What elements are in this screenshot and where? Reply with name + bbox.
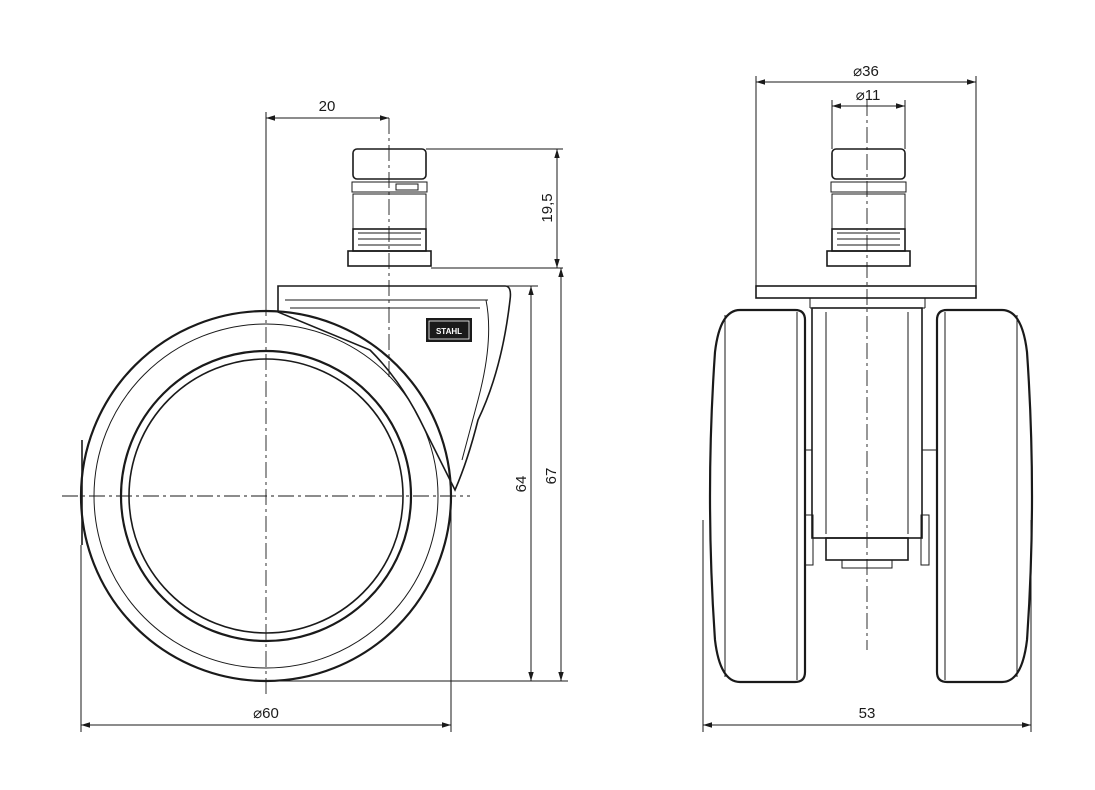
front-left-wheel [708, 308, 807, 684]
dim-label-wheel-height: 64 [513, 476, 530, 493]
dim-label-plate-diameter: ⌀36 [853, 63, 879, 80]
dim-heights: 64 67 [266, 268, 568, 682]
dim-label-pin-diameter: ⌀11 [856, 87, 881, 104]
dim-label-wheel-diameter: ⌀60 [253, 705, 279, 722]
front-right-wheel [935, 308, 1034, 684]
dim-pin-height: 19,5 [426, 148, 563, 269]
dim-wheel-diameter: ⌀60 [80, 496, 452, 732]
side-housing [277, 285, 512, 492]
dim-label-total-width: 53 [859, 705, 876, 722]
side-view: STAHL 20 19,5 64 67 [62, 98, 568, 732]
dim-plate-diameter: ⌀36 [755, 63, 977, 286]
brand-logo: STAHL [426, 318, 472, 342]
dim-pin-diameter: ⌀11 [831, 87, 906, 149]
logo-text: STAHL [436, 327, 462, 336]
dim-label-total-height: 67 [543, 468, 560, 485]
front-view: ⌀36 ⌀11 53 [702, 63, 1034, 732]
front-hub [804, 307, 937, 569]
dim-label-pin-height: 19,5 [539, 193, 556, 222]
dim-total-width: 53 [702, 520, 1032, 732]
dim-label-side-offset: 20 [319, 98, 336, 115]
side-pin [347, 148, 432, 267]
front-pin [826, 148, 911, 267]
dim-side-offset: 20 [265, 98, 389, 300]
front-plate [755, 285, 977, 309]
